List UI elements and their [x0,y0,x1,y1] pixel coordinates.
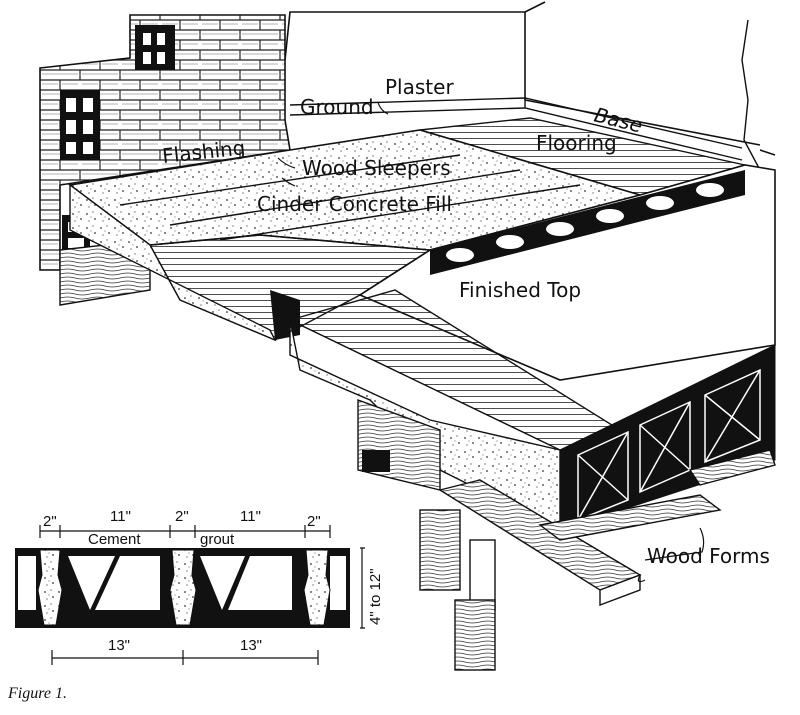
dim-13-left: 13" [108,637,130,654]
label-grout: grout [200,531,235,548]
section-detail: 2" 11" 2" 11" 2" Cement grout 13" 13" 4"… [15,508,384,665]
figure-caption: Figure 1. [7,685,67,702]
wood-forms [419,449,776,671]
wood-sleepers [119,154,581,241]
dim-2-left: 2" [43,513,57,530]
label-wood-forms: Wood Forms [647,544,770,568]
dim-13-right: 13" [240,637,262,654]
dim-11-right: 11" [240,508,261,525]
dim-2-right: 2" [307,513,321,530]
support-pier [357,398,441,491]
tile-row-upper [430,170,745,275]
label-plaster: Plaster [385,75,454,99]
brick-wall [39,14,291,271]
dim-2-mid: 2" [175,508,189,525]
label-wood-sleepers: Wood Sleepers [302,156,451,180]
label-ground: Ground [300,95,374,119]
label-finished-top: Finished Top [459,278,581,302]
base-board [289,97,743,161]
label-flooring: Flooring [536,131,617,155]
leader-lines [277,101,705,583]
slab-section-upper [69,183,433,342]
label-cinder-concrete-fill: Cinder Concrete Fill [257,192,452,216]
grout-joints [37,549,331,626]
dim-11-left: 11" [110,508,131,525]
dimension-lines [39,525,365,665]
dim-height: 4" to 12" [367,568,384,625]
label-cement: Cement [88,531,141,548]
